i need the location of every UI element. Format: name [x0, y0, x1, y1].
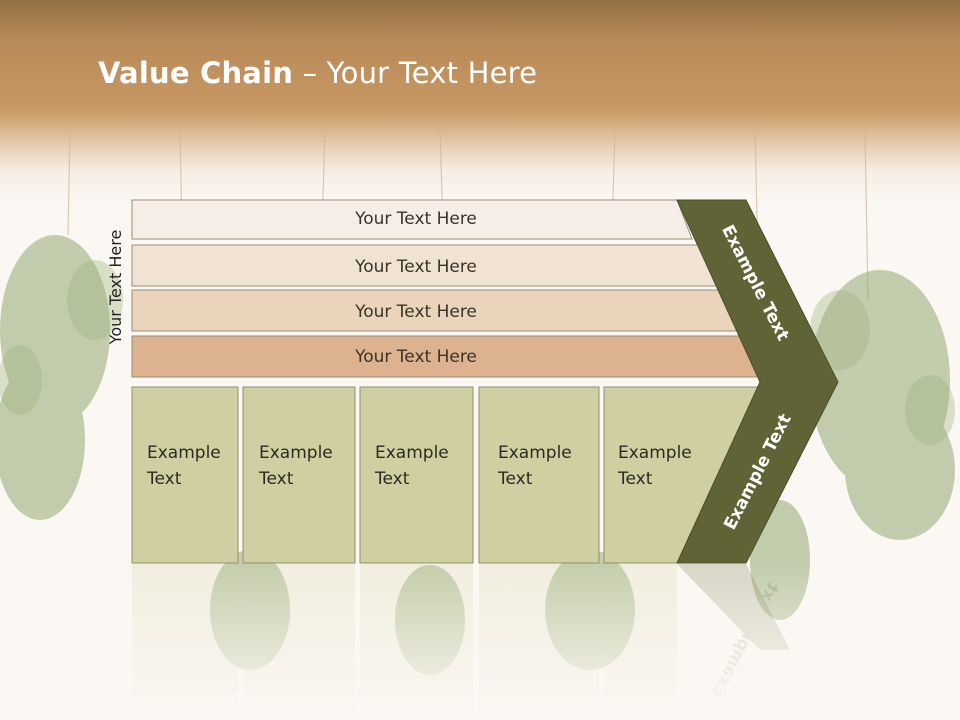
margin-chevron: [676, 199, 839, 564]
slide-title: Value Chain – Your Text Here: [98, 56, 537, 90]
box-text-5-line1: Example: [618, 443, 692, 463]
box-text-2-line2: Text: [259, 469, 294, 489]
box-text-3-line2: Text: [375, 469, 410, 489]
box-text-1-line1: Example: [147, 443, 221, 463]
box-text-2-line1: Example: [259, 443, 333, 463]
activity-box-3: [359, 386, 474, 564]
row-label-2: Your Text Here: [355, 257, 477, 277]
header-band: [0, 0, 960, 200]
box-text-4-line1: Example: [498, 443, 572, 463]
row-label-3: Your Text Here: [355, 302, 477, 322]
activity-box-2: [242, 386, 356, 564]
row-bar-1: [131, 199, 693, 240]
row-label-1: Your Text Here: [355, 209, 477, 229]
activity-box-1: [131, 386, 239, 564]
support-activities-label: Your Text Here: [106, 229, 125, 345]
row-label-4: Your Text Here: [355, 347, 477, 367]
box-text-3-line1: Example: [375, 443, 449, 463]
title-bold: Value Chain: [98, 56, 294, 90]
box-text-1-line2: Text: [147, 469, 182, 489]
activity-box-4: [478, 386, 600, 564]
reflection-fade: [0, 564, 960, 720]
box-text-4-line2: Text: [498, 469, 533, 489]
title-rest: – Your Text Here: [293, 56, 538, 90]
box-text-5-line2: Text: [618, 469, 653, 489]
